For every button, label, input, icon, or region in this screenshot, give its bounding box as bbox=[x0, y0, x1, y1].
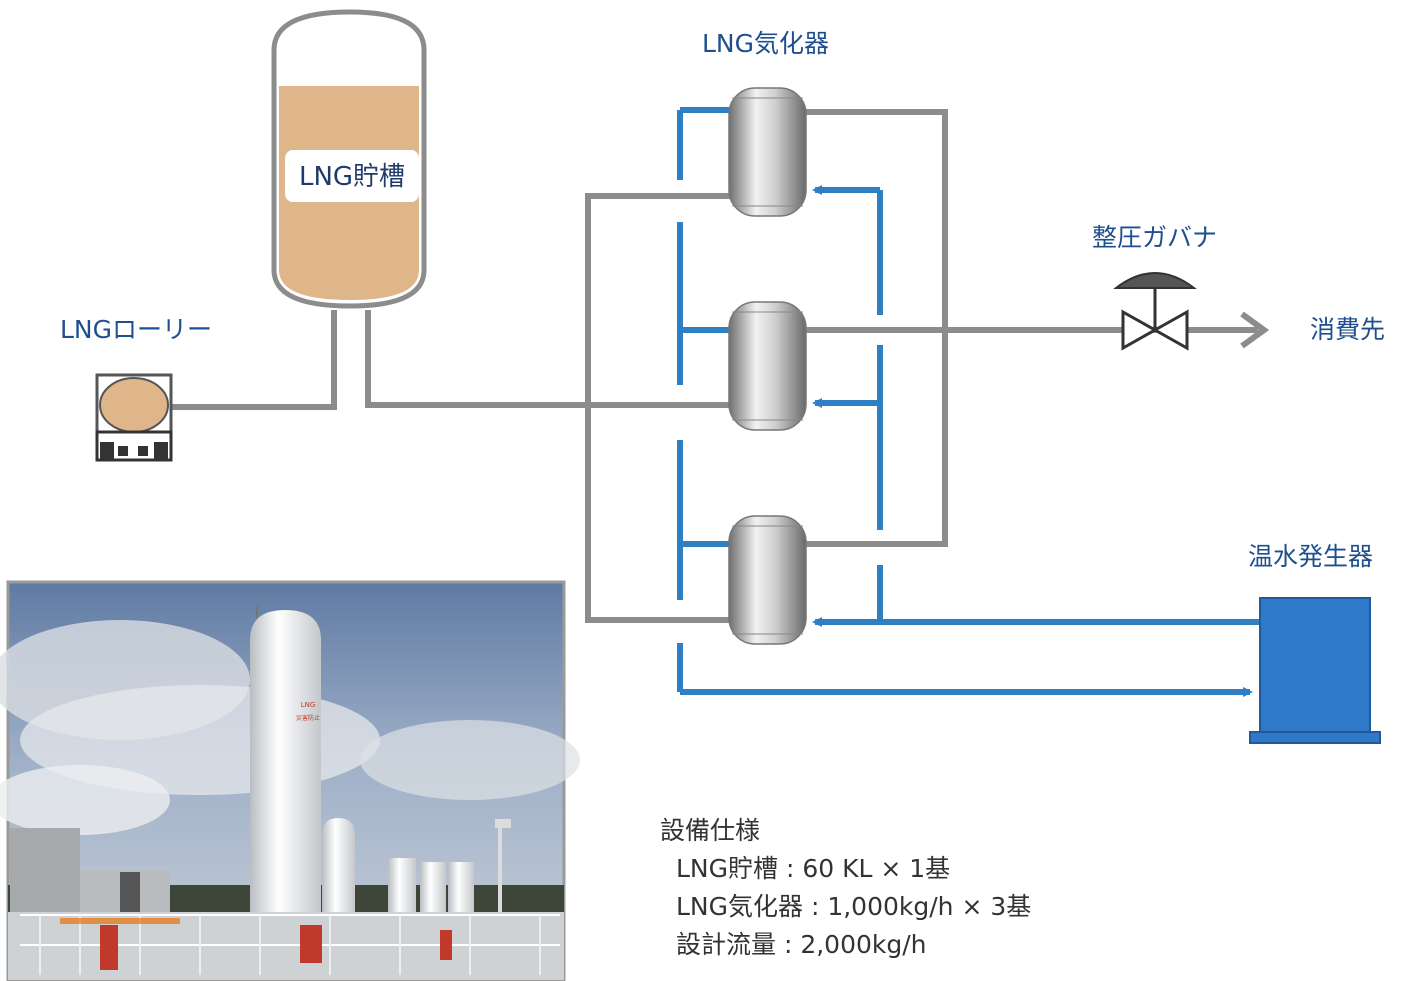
pipe-lorry-to-tank bbox=[172, 310, 337, 410]
vaporizer-label: LNG気化器 bbox=[702, 29, 829, 58]
pipe-tank-to-vaporizers bbox=[365, 310, 730, 408]
pressure-governor-valve bbox=[1113, 272, 1197, 351]
pipe-left-header bbox=[585, 193, 730, 623]
spec-row-tank: LNG貯槽 : 60 KL × 1基 bbox=[676, 854, 951, 883]
photo-tank-text-1: LNG bbox=[301, 701, 316, 709]
lng-lorry-icon bbox=[95, 373, 173, 462]
photo-tank-text-2: 災害防止 bbox=[296, 714, 320, 722]
spec-row-vaporizer: LNG気化器 : 1,000kg/h × 3基 bbox=[676, 892, 1032, 921]
equipment-specs: 設備仕様 LNG貯槽 : 60 KL × 1基 LNG気化器 : 1,000kg… bbox=[660, 812, 1031, 964]
site-photo: LNG 災害防止 bbox=[0, 580, 580, 981]
tank-label: LNG貯槽 bbox=[299, 162, 405, 192]
governor-label: 整圧ガバナ bbox=[1092, 223, 1217, 252]
gas-pipes bbox=[172, 109, 1270, 623]
consumer-arrow-head bbox=[1240, 311, 1270, 349]
spec-row-flow: 設計流量 : 2,000kg/h bbox=[676, 930, 927, 959]
vaporizer-2 bbox=[728, 301, 807, 431]
lng-storage-tank: LNG貯槽 bbox=[271, 9, 427, 309]
vaporizer-1 bbox=[728, 87, 807, 217]
hot-water-generator bbox=[1249, 597, 1381, 744]
consumer-label: 消費先 bbox=[1310, 315, 1385, 344]
heater-label: 温水発生器 bbox=[1248, 542, 1373, 571]
vaporizer-3 bbox=[728, 515, 807, 645]
lorry-label: LNGローリー bbox=[60, 315, 212, 344]
water-pipes bbox=[677, 107, 1260, 697]
specs-title: 設備仕様 bbox=[660, 816, 761, 845]
